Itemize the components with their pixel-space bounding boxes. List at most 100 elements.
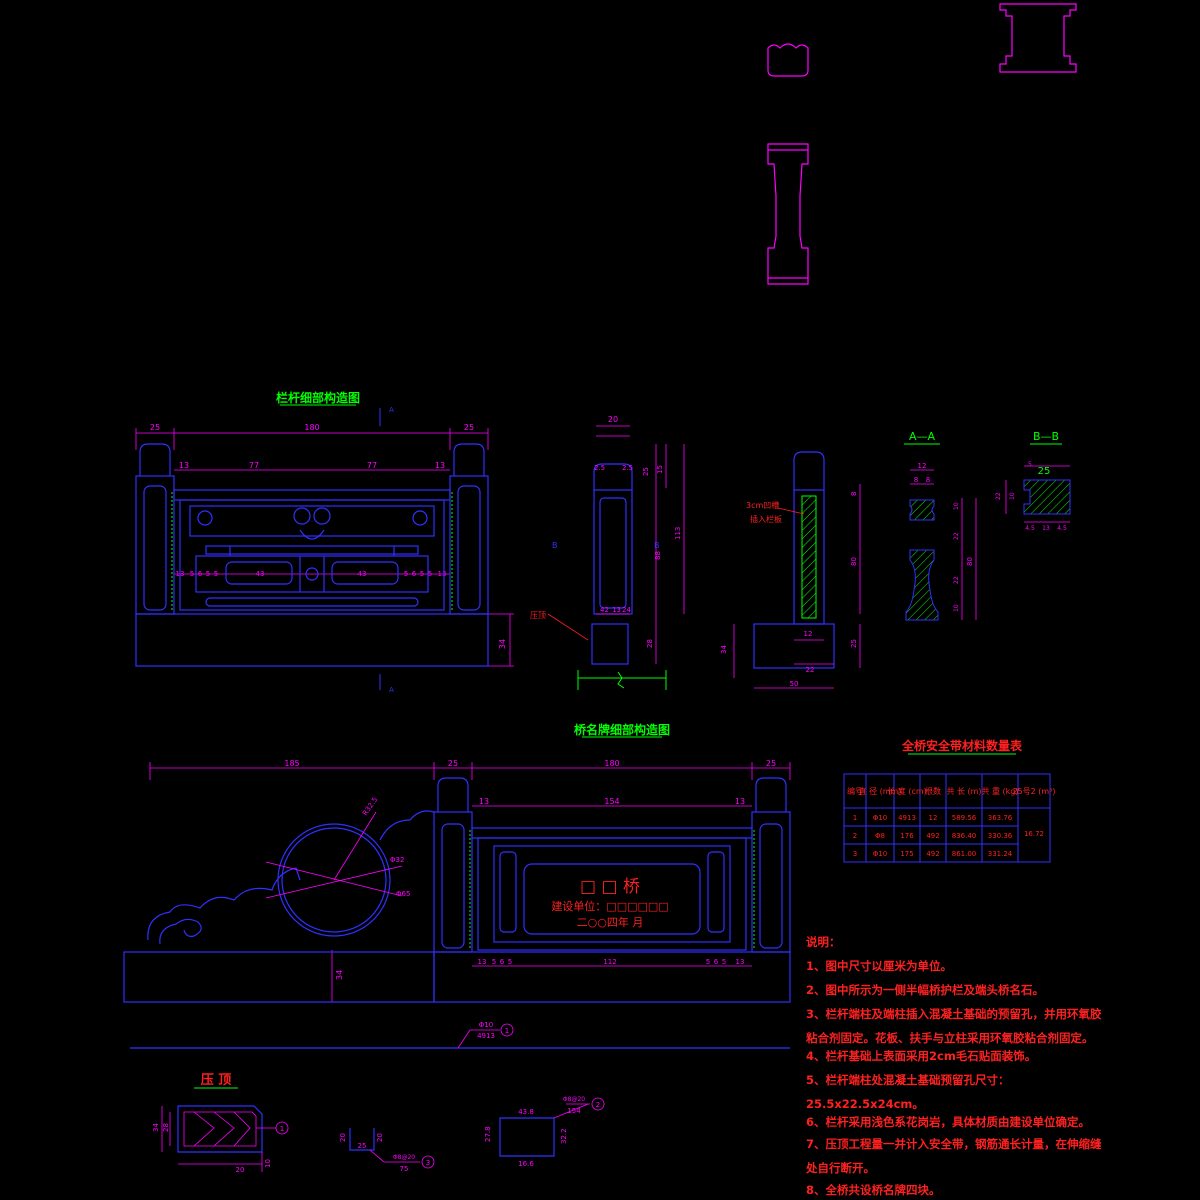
material-table-headers: 编号 直 径 (mm) 长 度 (cm) 根数 共 长 (m) 共 重 (kg)… bbox=[847, 786, 1056, 796]
railing-dim-left: 25 bbox=[150, 423, 160, 432]
section-dim-34: 34 bbox=[720, 645, 728, 654]
material-table-rows: 1 Φ10 4913 12 589.56 363.76 2 Φ8 176 492… bbox=[853, 814, 1044, 858]
radius-phi65: Φ65 bbox=[396, 890, 410, 898]
section-aa-dims bbox=[910, 469, 977, 620]
plate-dim-180: 180 bbox=[604, 759, 619, 768]
svg-text:13: 13 bbox=[438, 570, 447, 578]
svg-text:4913: 4913 bbox=[898, 814, 916, 822]
svg-text:331.24: 331.24 bbox=[988, 850, 1013, 858]
svg-text:5: 5 bbox=[206, 570, 210, 578]
note-2: 2、图中所示为一侧半幅桥护栏及端头桥名石。 bbox=[806, 983, 1044, 997]
bridge-name-text: □ □ 桥 bbox=[580, 877, 640, 897]
u-bar-length: 75 bbox=[400, 1165, 409, 1173]
plate-inner-13b: 13 bbox=[735, 797, 745, 806]
svg-text:6: 6 bbox=[500, 958, 505, 966]
svg-text:6: 6 bbox=[198, 570, 203, 578]
section-dim-25: 25 bbox=[850, 639, 858, 648]
u-bar-detail bbox=[349, 1128, 375, 1151]
aa-side-2: 22 bbox=[953, 532, 960, 540]
th-no: 编号 bbox=[847, 786, 863, 796]
rect-bar-label: Φ8@20 bbox=[563, 1096, 585, 1103]
post-vert-dim-3: 88 bbox=[654, 551, 662, 560]
rect-bar-dim-bottom: 16.6 bbox=[518, 1160, 534, 1168]
svg-text:12: 12 bbox=[929, 814, 938, 822]
rect-bar-dim-left: 27.8 bbox=[484, 1126, 492, 1142]
note-7-cont: 处自行断开。 bbox=[805, 1161, 875, 1175]
plate-dim-25a: 25 bbox=[448, 759, 458, 768]
rect-bar-circle: 2 bbox=[596, 1101, 600, 1109]
svg-text:43: 43 bbox=[358, 570, 367, 578]
builder-text: 建设单位：□□□□□□ bbox=[551, 899, 668, 913]
rect-bar-dim-right: 32.2 bbox=[560, 1128, 568, 1144]
railing-inner-dim-4: 13 bbox=[435, 461, 445, 470]
note-3: 3、栏杆端柱及端柱插入混凝土基础的预留孔，并用环氧胶 bbox=[806, 1007, 1102, 1021]
th-concrete: 25号2 (m³) bbox=[1012, 787, 1055, 796]
post-bottom-dim-2: 13 bbox=[612, 606, 621, 614]
post-base-dim-1: 28 bbox=[646, 639, 654, 648]
u-bar-dim-25: 25 bbox=[358, 1142, 367, 1150]
press-dim-20: 20 bbox=[236, 1166, 245, 1174]
cut-a-top-label: A bbox=[389, 406, 394, 414]
post-bottom-dim-3: 24 bbox=[622, 606, 631, 614]
svg-text:112: 112 bbox=[603, 958, 616, 966]
bb-dim-10: 10 bbox=[1009, 492, 1016, 500]
insert-note-2: 插入栏板 bbox=[750, 514, 782, 524]
top-baluster-elevation bbox=[767, 143, 809, 285]
section-dim-8: 8 bbox=[850, 492, 858, 496]
svg-text:6: 6 bbox=[412, 570, 417, 578]
post-vert-dim-4: 113 bbox=[674, 527, 682, 540]
rect-bar-detail bbox=[499, 1117, 555, 1157]
section-hatch bbox=[801, 495, 817, 619]
th-diameter: 直 径 (mm) bbox=[859, 786, 902, 796]
plate-inner-154: 154 bbox=[604, 797, 619, 806]
svg-text:861.00: 861.00 bbox=[952, 850, 977, 858]
note-8: 8、全桥共设桥名牌四块。 bbox=[806, 1183, 941, 1197]
svg-text:175: 175 bbox=[900, 850, 913, 858]
press-top-title: 压 顶 bbox=[201, 1073, 232, 1088]
section-bb-dims bbox=[1005, 465, 1070, 523]
top-baluster-plan bbox=[999, 3, 1077, 73]
post-vert-dim-2: 15 bbox=[656, 465, 664, 474]
post-top-dim: 20 bbox=[608, 415, 618, 424]
svg-text:5: 5 bbox=[722, 958, 726, 966]
section-view bbox=[753, 451, 835, 669]
bb-dim-25: 25 bbox=[1038, 466, 1051, 477]
u-bar-dim-20a: 20 bbox=[339, 1133, 347, 1142]
th-total-length: 共 长 (m) bbox=[946, 786, 981, 796]
bb-dim-22: 22 bbox=[995, 492, 1002, 500]
th-length: 长 度 (cm) bbox=[887, 786, 927, 796]
railing-inner-dim-1: 13 bbox=[179, 461, 189, 470]
post-cut-b-left: B bbox=[552, 541, 558, 550]
material-table-grid bbox=[843, 773, 1051, 863]
bb-dim-4-5a: 4.5 bbox=[1025, 525, 1035, 532]
section-dims bbox=[733, 484, 861, 689]
rebar-main-circle: 1 bbox=[505, 1027, 509, 1035]
section-dim-80: 80 bbox=[850, 557, 858, 566]
svg-text:492: 492 bbox=[926, 850, 939, 858]
railing-detail-title: 栏杆细部构造图 bbox=[276, 390, 360, 405]
radius-r32-5: R32.5 bbox=[361, 796, 379, 817]
note-5: 5、栏杆端柱处混凝土基础预留孔尺寸： bbox=[806, 1073, 1010, 1087]
post-side-view bbox=[591, 463, 633, 665]
post-sub-dim-2: 2.5 bbox=[622, 464, 633, 472]
radius-phi32: Φ32 bbox=[390, 856, 404, 864]
svg-text:5: 5 bbox=[706, 958, 710, 966]
post-cut-b-right: B bbox=[654, 541, 660, 550]
post-side-dims bbox=[596, 425, 685, 664]
press-top-section bbox=[177, 1105, 263, 1153]
notes-heading: 说明： bbox=[806, 935, 841, 949]
aa-side-1: 10 bbox=[953, 502, 960, 510]
svg-text:363.76: 363.76 bbox=[988, 814, 1013, 822]
aa-side-4: 10 bbox=[953, 604, 960, 612]
svg-text:589.56: 589.56 bbox=[952, 814, 977, 822]
th-count: 根数 bbox=[925, 786, 941, 796]
svg-text:5: 5 bbox=[420, 570, 424, 578]
post-sub-dim-1: 2.5 bbox=[594, 464, 605, 472]
date-text: 二○○四年 月 bbox=[577, 915, 644, 929]
svg-text:492: 492 bbox=[926, 832, 939, 840]
post-bottom-dim-1: 42 bbox=[600, 606, 609, 614]
railing-dim-right: 25 bbox=[464, 423, 474, 432]
nameplate-title: 桥名牌细部构造图 bbox=[574, 722, 670, 737]
emblem-radius-lines bbox=[265, 811, 403, 899]
